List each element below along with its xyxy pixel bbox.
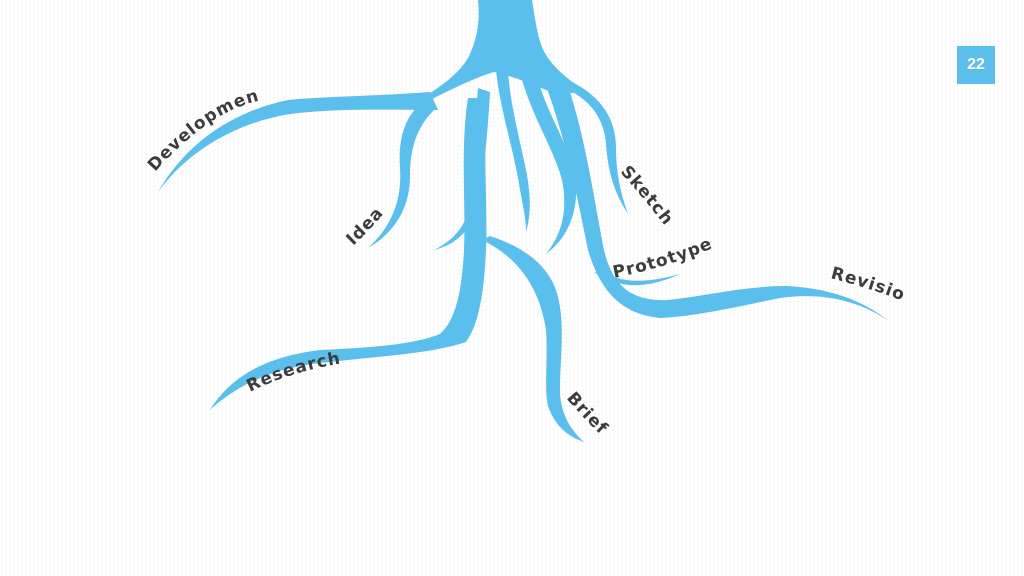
root-branch-revision (546, 86, 890, 322)
root-branch-center-right (522, 80, 577, 254)
page-number: 22 (967, 56, 985, 73)
label-prototype: Prototype (611, 234, 716, 283)
root-branch-center (496, 70, 530, 232)
root-branch-prototype (594, 272, 680, 286)
root-trunk (412, 0, 586, 104)
page-number-badge: 22 (957, 46, 995, 84)
root-branch-sketch (560, 82, 628, 214)
root-branch-idea (368, 102, 434, 248)
label-development: Development (0, 0, 261, 175)
label-revision: Revision (0, 0, 908, 305)
root-branch-development (158, 92, 438, 192)
label-idea: Idea (343, 203, 388, 249)
root-branch-research (210, 98, 488, 410)
label-sketch: Sketch (616, 162, 677, 230)
root-branch-brief (482, 236, 584, 442)
